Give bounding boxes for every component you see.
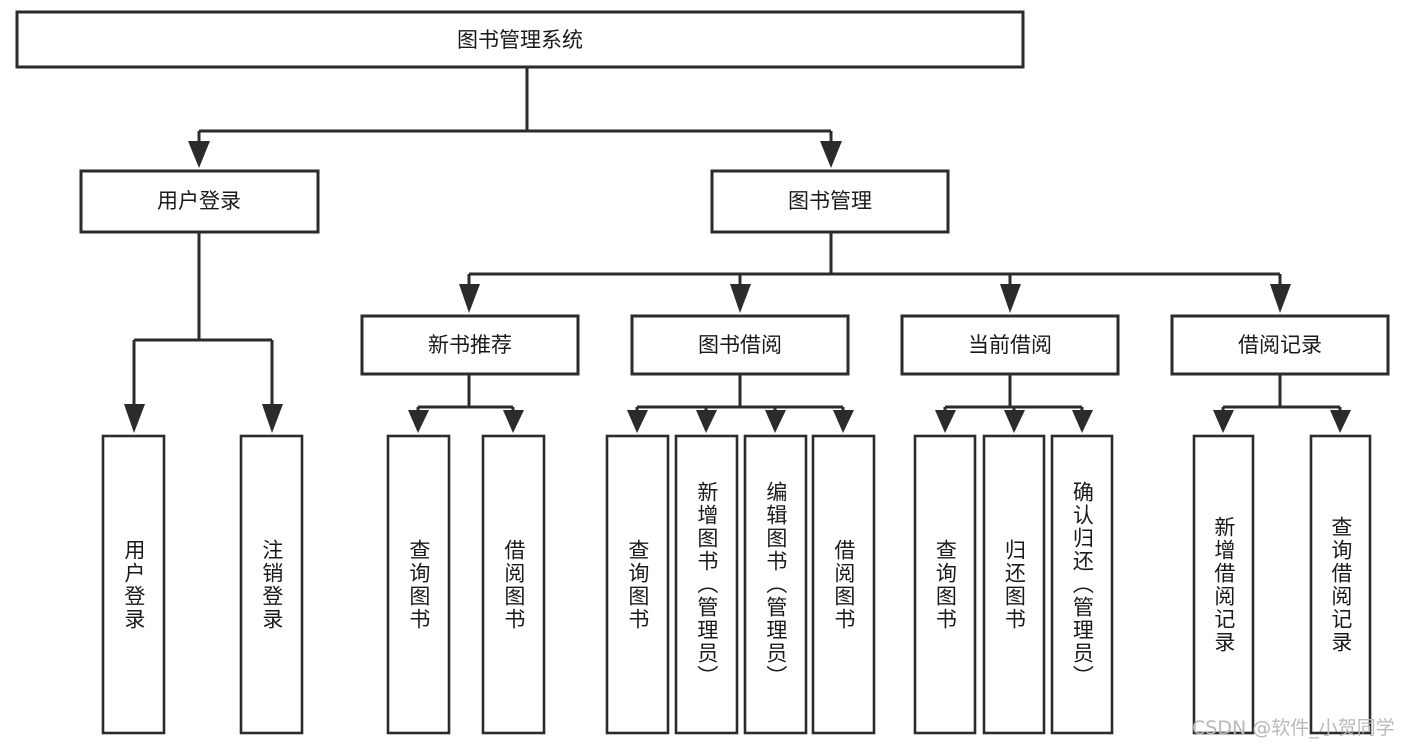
arrow-current-leaf-1 [935, 410, 956, 433]
node-root-box[interactable] [15, 10, 1025, 69]
arrow-to-records [1270, 284, 1291, 313]
node-borrow-records-box[interactable] [1170, 314, 1390, 376]
node-book-borrow-label: 图书借阅 [698, 333, 782, 357]
node-current-borrow-box[interactable] [900, 314, 1120, 376]
node-borrow-records[interactable]: 借阅记录 [1170, 314, 1390, 376]
node-new-book-recommend[interactable]: 新书推荐 [360, 314, 580, 376]
leaf-box-confirm-return-admin[interactable] [1050, 434, 1114, 735]
node-user-login-label: 用户登录 [157, 189, 241, 213]
leaf-box-query-borrow-record[interactable] [1309, 434, 1372, 735]
arrow-to-borrow [730, 284, 751, 313]
arrow-current-leaf-3 [1072, 410, 1093, 433]
leaf-box-user-login[interactable] [101, 434, 166, 735]
arrow-to-leaf-user-login [124, 404, 145, 433]
arrow-borrow-leaf-3 [765, 410, 786, 433]
leaf-box-query-book-2[interactable] [605, 434, 670, 735]
node-book-management-box[interactable] [710, 169, 950, 234]
arrow-to-leaf-logout [262, 404, 283, 433]
node-user-login-box[interactable] [79, 169, 320, 234]
csdn-watermark: CSDN @软件_小贺同学 [1192, 717, 1395, 739]
arrow-borrow-leaf-1 [627, 410, 648, 433]
arrow-root-to-book-mgmt [820, 141, 842, 168]
leaf-box-add-book-admin[interactable] [674, 434, 739, 735]
arrow-to-new-books [459, 284, 480, 313]
arrow-new-books-leaf-2 [503, 410, 524, 433]
node-user-login[interactable]: 用户登录 [79, 169, 320, 234]
node-borrow-records-label: 借阅记录 [1238, 333, 1322, 357]
node-book-management[interactable]: 图书管理 [710, 169, 950, 234]
arrow-records-leaf-2 [1330, 410, 1351, 433]
node-book-borrow[interactable]: 图书借阅 [630, 314, 850, 376]
leaf-box-query-book-1[interactable] [386, 434, 451, 735]
arrow-new-books-leaf-1 [408, 410, 429, 433]
arrow-borrow-leaf-2 [696, 410, 717, 433]
leaf-box-return-book[interactable] [982, 434, 1046, 735]
node-current-borrow[interactable]: 当前借阅 [900, 314, 1120, 376]
arrow-to-current [1000, 284, 1021, 313]
leaf-box-query-book-3[interactable] [913, 434, 977, 735]
node-new-book-recommend-label: 新书推荐 [428, 333, 512, 357]
connectors-layer [124, 67, 1351, 433]
leaf-box-edit-book-admin[interactable] [743, 434, 808, 735]
arrow-records-leaf-1 [1213, 410, 1234, 433]
node-new-book-recommend-box[interactable] [360, 314, 580, 376]
node-book-management-label: 图书管理 [788, 189, 872, 213]
arrow-current-leaf-2 [1004, 410, 1025, 433]
arrow-root-to-user-login [188, 141, 210, 168]
leaf-box-logout[interactable] [239, 434, 304, 735]
node-current-borrow-label: 当前借阅 [968, 333, 1052, 357]
leaf-boxes-layer [101, 434, 1372, 735]
leaf-box-add-borrow-record[interactable] [1192, 434, 1255, 735]
node-root-label: 图书管理系统 [457, 28, 583, 52]
arrow-borrow-leaf-4 [833, 410, 854, 433]
node-book-borrow-box[interactable] [630, 314, 850, 376]
leaf-box-borrow-book-2[interactable] [811, 434, 876, 735]
leaf-box-borrow-book-1[interactable] [481, 434, 546, 735]
node-root[interactable]: 图书管理系统 [15, 10, 1025, 69]
